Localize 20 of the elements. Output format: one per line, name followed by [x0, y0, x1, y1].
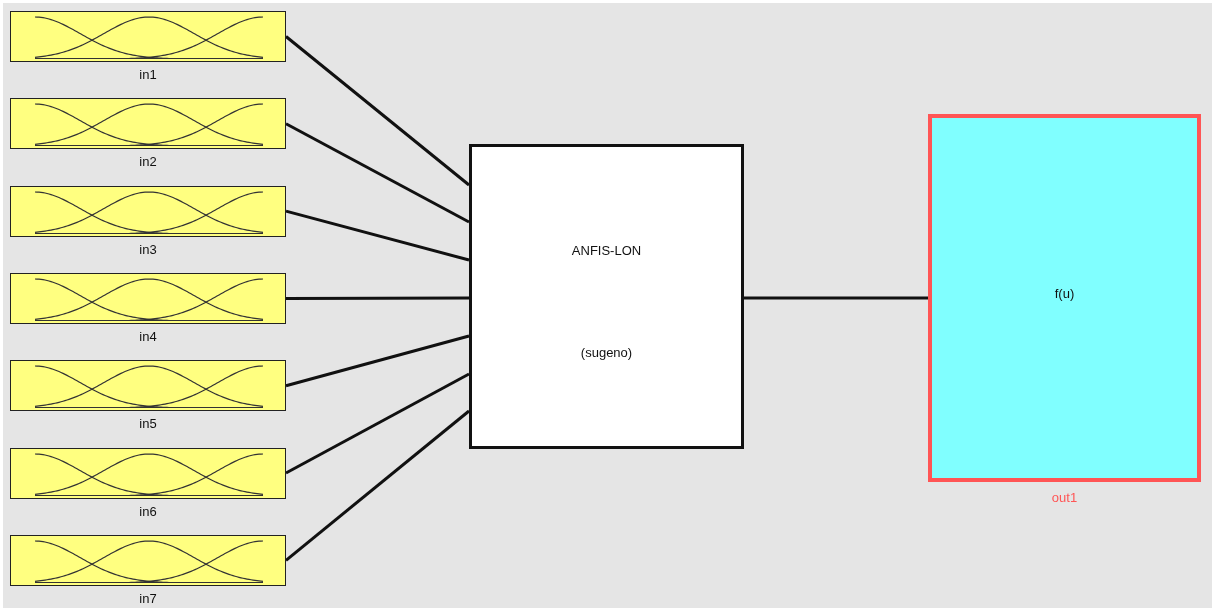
connector-line — [286, 296, 469, 300]
connector-line — [285, 372, 470, 475]
input-label: in4 — [138, 328, 158, 344]
function-label: f(u) — [1053, 286, 1076, 301]
input-label: in2 — [138, 154, 158, 170]
input-label: in1 — [138, 67, 158, 82]
system-type: (sugeno) — [579, 345, 634, 360]
connector-line — [285, 334, 470, 388]
connector-line — [285, 209, 470, 262]
input-label: in3 — [138, 241, 158, 257]
connector-line — [285, 35, 470, 187]
system-name: ANFIS-LON — [570, 243, 643, 258]
input-label: in6 — [138, 503, 158, 519]
connector-line — [744, 296, 928, 300]
input-label: in5 — [138, 416, 158, 432]
connector-line — [285, 122, 470, 224]
connector-line — [285, 409, 470, 562]
input-label: in7 — [138, 590, 158, 606]
output-label: out1 — [1050, 490, 1079, 505]
process-box — [469, 144, 744, 449]
